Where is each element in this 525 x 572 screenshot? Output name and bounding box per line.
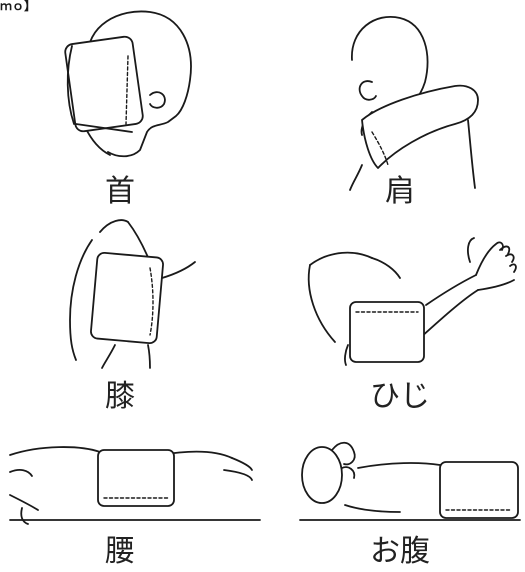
- label-elbow: ひじ: [320, 380, 480, 414]
- label-shoulder: 肩: [320, 175, 480, 209]
- shoulder-illustration: [350, 17, 478, 190]
- elbow-illustration: [309, 238, 516, 365]
- lower-back-illustration: [10, 447, 260, 524]
- label-knee: 膝: [40, 380, 200, 414]
- label-neck: 首: [40, 175, 200, 209]
- label-lower-back: 腰: [40, 535, 200, 569]
- label-abdomen: お腹: [320, 535, 480, 569]
- abdomen-illustration: [300, 443, 520, 520]
- neck-illustration: [64, 11, 191, 156]
- knee-illustration: [70, 220, 195, 368]
